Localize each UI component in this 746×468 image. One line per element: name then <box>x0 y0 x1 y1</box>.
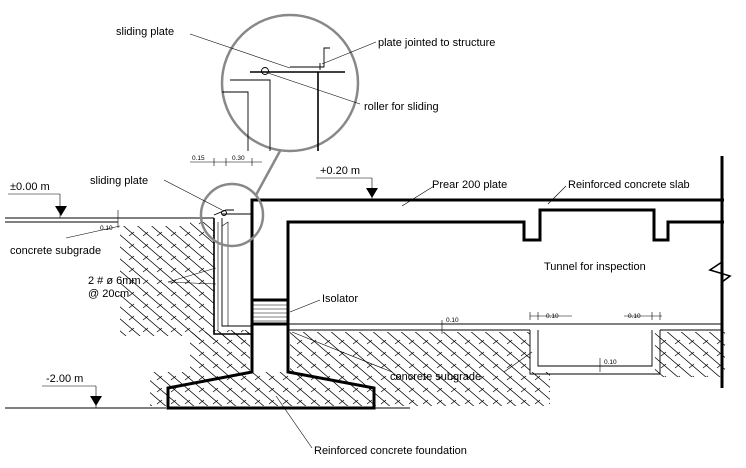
rebar-label-line2: @ 20cm <box>88 288 129 300</box>
leader-lines <box>65 33 567 449</box>
left-retaining-wall <box>213 218 252 335</box>
roller-label: roller for sliding <box>364 101 439 113</box>
sliding-plate-label: sliding plate <box>90 175 148 187</box>
subgrade-left-label: concrete subgrade <box>10 245 101 257</box>
tunnel-structure <box>166 156 732 410</box>
detail-callout <box>199 13 360 248</box>
isolator-label: Isolator <box>322 293 358 305</box>
level-marker-minus: -2.00 m <box>42 373 102 408</box>
subgrade-bottom-label: concrete subgrade <box>390 371 481 383</box>
rebar-label-line1: 2 # ø 6mm <box>88 275 141 287</box>
dim-010-pit-left: 0.10 <box>546 313 559 320</box>
level-plus-label: +0.20 m <box>320 165 360 177</box>
roller-icon <box>261 67 269 75</box>
dim-010-pit-right: 0.10 <box>628 313 641 320</box>
dim-010-pit-bottom: 0.10 <box>604 359 617 366</box>
dim-015: 0.15 <box>192 155 205 162</box>
level-zero-label: ±0.00 m <box>10 181 50 193</box>
tunnel-label: Tunnel for inspection <box>544 261 646 273</box>
ground-hatching <box>118 222 725 406</box>
ground-lines <box>5 217 410 409</box>
dim-010-left: 0.10 <box>100 225 113 232</box>
dim-010-floor: 0.10 <box>446 317 459 324</box>
level-minus-label: -2.00 m <box>46 373 83 385</box>
labels: sliding plate plate jointed to structure… <box>10 26 690 457</box>
plate-jointed-label: plate jointed to structure <box>378 37 495 49</box>
small-circle-detail <box>213 209 252 216</box>
prear-plate-label: Prear 200 plate <box>432 179 507 191</box>
level-marker-zero: ±0.00 m <box>8 181 67 218</box>
foundation-label: Reinforced concrete foundation <box>314 445 467 457</box>
rc-slab-label: Reinforced concrete slab <box>568 179 690 191</box>
sliding-plate-top-label: sliding plate <box>116 26 174 38</box>
zoomed-detail <box>222 47 345 151</box>
level-marker-plus: +0.20 m <box>316 165 378 200</box>
dimension-marks: 0.15 0.30 0.10 0.10 0.10 0.10 0.10 <box>100 155 662 372</box>
dim-030: 0.30 <box>232 155 245 162</box>
floor-slab <box>288 323 722 375</box>
